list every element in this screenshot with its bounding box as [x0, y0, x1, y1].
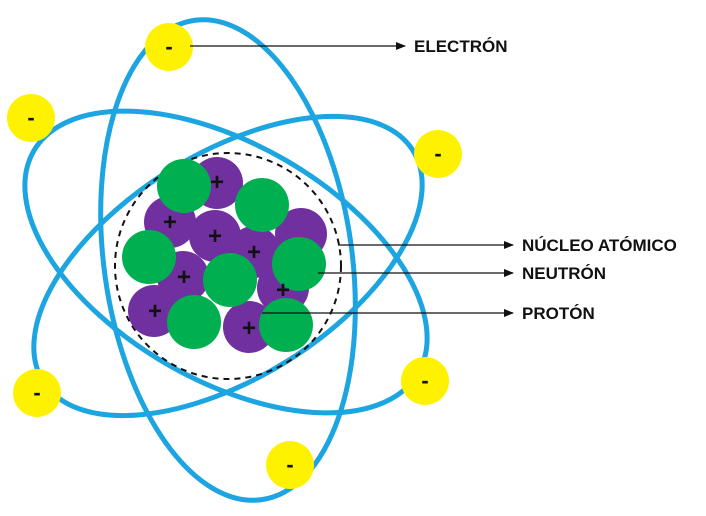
proton-sign: +: [208, 223, 222, 250]
electrons: - - - - - -: [7, 23, 462, 489]
proton-sign: +: [242, 315, 256, 342]
neutron: [203, 253, 257, 307]
nucleus-label: NÚCLEO ATÓMICO: [522, 236, 677, 255]
proton-sign: +: [163, 209, 177, 236]
neutron: [122, 230, 176, 284]
proton-sign: +: [247, 239, 261, 266]
electron-sign: -: [27, 105, 34, 130]
electron-sign: -: [434, 141, 441, 166]
electron: [401, 357, 449, 405]
proton-sign: +: [148, 298, 162, 325]
proton: [128, 285, 180, 337]
proton-sign: +: [210, 169, 224, 196]
proton-sign: +: [177, 264, 191, 291]
neutron: [235, 178, 289, 232]
electron-sign: -: [165, 34, 172, 59]
neutron-label: NEUTRÓN: [522, 264, 606, 283]
neutron: [259, 298, 313, 352]
pointer-arrows: [190, 42, 514, 317]
neutron: [157, 159, 211, 213]
electron-sign: -: [33, 380, 40, 405]
proton-label: PROTÓN: [522, 304, 595, 323]
orbit-vertical: [98, 17, 358, 503]
proton: [189, 210, 241, 262]
electron-sign: -: [421, 368, 428, 393]
neutron: [272, 237, 326, 291]
electron: [145, 23, 193, 71]
nucleus-boundary: [114, 152, 342, 380]
electron: [13, 369, 61, 417]
electron: [266, 441, 314, 489]
proton-sign: +: [276, 277, 290, 304]
electron-label: ELECTRÓN: [414, 37, 508, 56]
electron: [7, 94, 55, 142]
electron-sign: -: [286, 452, 293, 477]
neutron: [167, 295, 221, 349]
nucleus: + + + + + + + +: [122, 157, 327, 353]
electron: [414, 130, 462, 178]
